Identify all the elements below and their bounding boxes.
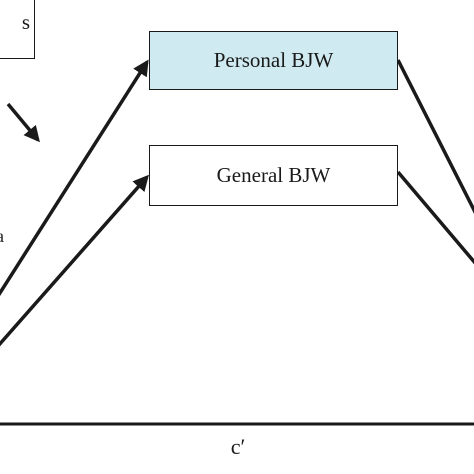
arrow-to-personal-bjw (0, 59, 149, 297)
arrow-top-left (6, 102, 40, 143)
predictor-box-label: s (21, 10, 30, 34)
general-bjw-label: General BJW (216, 163, 331, 187)
general-bjw-box: General BJW (149, 145, 398, 206)
path-c-prime-label: c′ (230, 434, 246, 459)
arrow-to-general-bjw (0, 174, 149, 347)
arrow-from-personal-bjw (396, 59, 474, 214)
arrow-from-general-bjw (396, 170, 474, 265)
personal-bjw-box: Personal BJW (149, 31, 398, 90)
predictor-box: s (0, 0, 35, 59)
personal-bjw-label: Personal BJW (213, 48, 334, 72)
path-a-label: a (0, 226, 4, 247)
